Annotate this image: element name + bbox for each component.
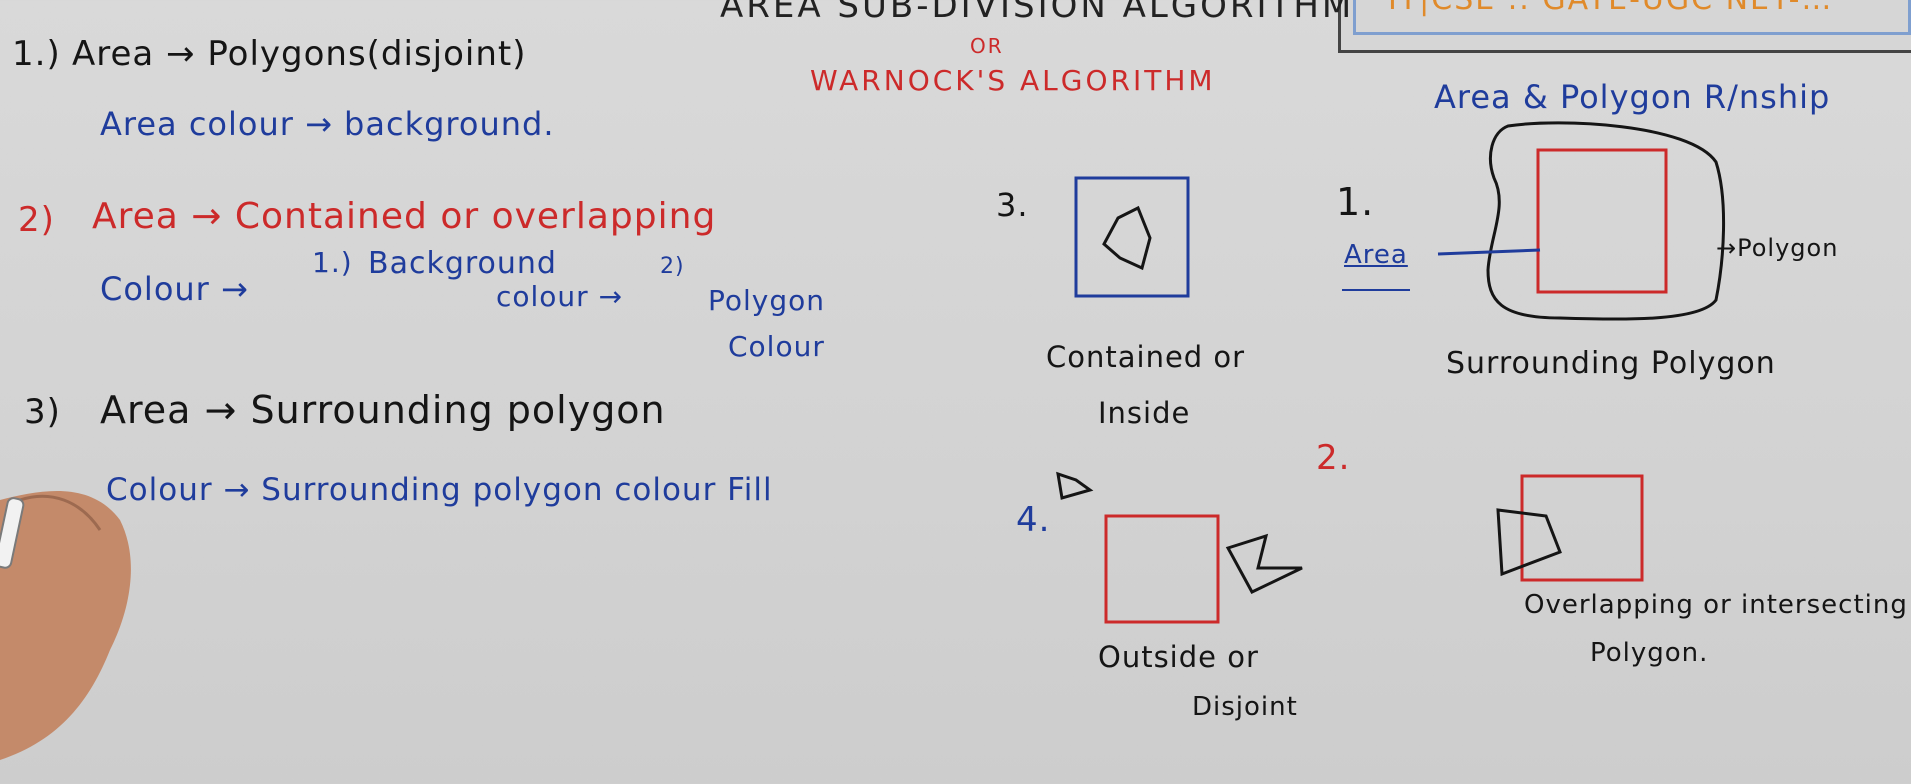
note2-line: Area → Contained or overlapping [92, 196, 717, 237]
note2-option1-number: 1.) [312, 246, 353, 279]
case4-diagram [1056, 471, 1303, 624]
case2-caption-line1: Overlapping or intersecting [1524, 590, 1908, 620]
note2-colour: Colour → [100, 270, 249, 308]
note3-number: 3) [24, 392, 61, 432]
case3-caption-line2: Inside [1098, 396, 1191, 430]
case2-caption-line2: Polygon. [1590, 638, 1709, 668]
case4-outside-polygon [1225, 533, 1303, 594]
case2-overlapping-polygon [1496, 508, 1562, 577]
note2-option1-line2: colour → [496, 280, 624, 313]
case3-area-square [1074, 176, 1190, 298]
note2-option2-number: 2) [660, 254, 685, 279]
note1-number: 1.) [12, 34, 61, 74]
case3-inner-polygon [1102, 205, 1152, 271]
case3-number: 3. [996, 186, 1029, 224]
case4-number: 4. [1016, 500, 1051, 540]
case1-polygon-label: →Polygon [1716, 234, 1839, 262]
note2-option2-line1: Polygon [708, 284, 826, 317]
board-subtitle: WARNOCK'S ALGORITHM [810, 64, 1216, 97]
note2-number: 2) [18, 200, 55, 240]
case1-area-label: Area [1344, 240, 1408, 270]
note2-option2-line2: Colour [728, 330, 825, 363]
case3-caption-line1: Contained or [1046, 340, 1246, 374]
case1-diagram [1342, 121, 1726, 321]
case1-surrounding-polygon [1486, 121, 1726, 321]
case4-small-mark [1056, 471, 1094, 500]
note3-colour: Colour → Surrounding polygon colour Fill [106, 472, 773, 508]
channel-badge-frame: IT|CSE .. GATE-UGC NET-… [1353, 0, 1911, 35]
case1-caption: Surrounding Polygon [1446, 346, 1776, 381]
case4-caption-line2: Disjoint [1192, 692, 1298, 722]
note1-line: Area → Polygons(disjoint) [72, 34, 527, 74]
case4-area-square [1104, 514, 1220, 624]
board-title: AREA SUB-DIVISION ALGORITHM [720, 0, 1355, 26]
case1-number: 1. [1336, 180, 1375, 224]
case1-area-square [1536, 148, 1668, 294]
presenter-marker [0, 497, 25, 569]
board-title-or: OR [970, 34, 1004, 58]
case3-diagram [1074, 176, 1190, 298]
note1-colour: Area colour → background. [100, 105, 555, 143]
channel-badge: IT|CSE .. GATE-UGC NET-… [1338, 0, 1911, 53]
case2-area-square [1520, 474, 1644, 582]
case1-area-pointer [1437, 248, 1541, 256]
note3-line: Area → Surrounding polygon [100, 388, 666, 432]
case2-number: 2. [1316, 438, 1351, 478]
presenter-hand [0, 491, 131, 760]
case4-caption-line1: Outside or [1098, 640, 1259, 674]
channel-badge-text: IT|CSE .. GATE-UGC NET-… [1388, 0, 1833, 17]
case2-diagram [1496, 474, 1644, 582]
note2-option1-line1: Background [368, 246, 557, 281]
relationship-heading: Area & Polygon R/nship [1434, 78, 1831, 116]
